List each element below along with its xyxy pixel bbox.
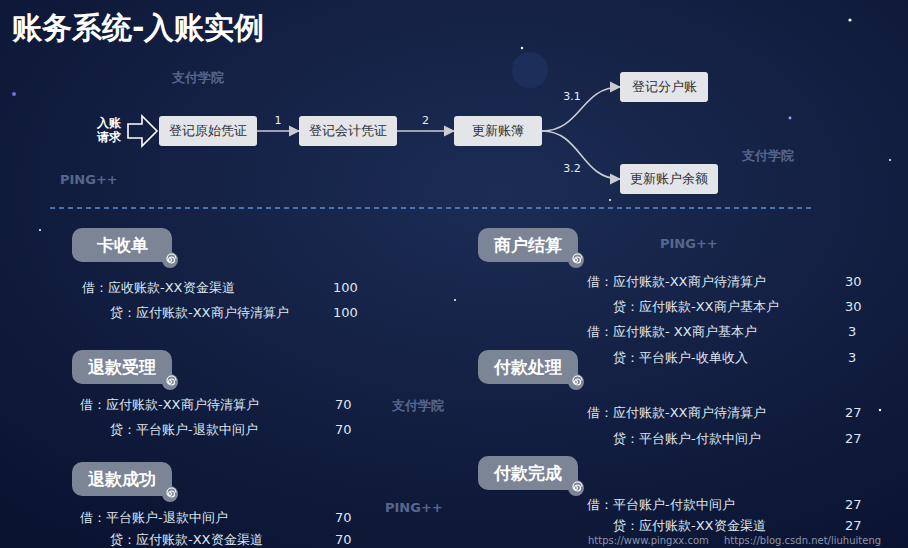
request-label: 入账 请求 (97, 116, 125, 144)
section-tab: 退款受理 (72, 350, 172, 384)
node-text: 登记原始凭证 (169, 123, 247, 138)
section-tab: 商户结算 (478, 228, 578, 262)
process-box: 更新账户余额 (620, 164, 718, 194)
section-tab: 付款处理 (478, 350, 578, 384)
journal-entry: 3 (848, 350, 856, 365)
swirl-icon (161, 251, 179, 269)
journal-entry: 贷：应付账款-XX商户基本户 (613, 299, 779, 314)
swirl-icon (161, 485, 179, 503)
step-number: 3.1 (563, 90, 581, 103)
journal-entry: 贷：应付账款-XX资金渠道 (613, 518, 766, 533)
journal-entry: 27 (845, 431, 862, 446)
node-text: 商户结算 (494, 235, 562, 255)
step-number: 1 (275, 114, 282, 127)
watermark: PING++ (660, 236, 718, 251)
page-title: 账务系统-入账实例 (12, 8, 264, 49)
journal-entry: 借：应付账款- XX商户基本户 (587, 324, 757, 339)
process-box: 登记会计凭证 (299, 116, 397, 146)
journal-entry: 借：应付账款-XX商户待清算户 (587, 405, 766, 420)
node-text: 登记会计凭证 (309, 123, 387, 138)
journal-entry: 借：应付账款-XX商户待清算户 (80, 397, 259, 412)
divider-line (50, 207, 815, 208)
node-text: 退款受理 (88, 357, 156, 377)
node-text: 付款完成 (494, 463, 562, 483)
section-tab: 退款成功 (72, 462, 172, 496)
journal-entry: 30 (845, 299, 862, 314)
swirl-icon (567, 251, 585, 269)
journal-entry: 70 (335, 422, 352, 437)
stars (12, 18, 891, 411)
section-tab: 付款完成 (478, 456, 578, 490)
watermark: PING++ (385, 500, 443, 515)
journal-entry: 贷：应付账款-XX商户待清算户 (110, 305, 289, 320)
watermark: 支付学院 (742, 148, 794, 163)
swirl-icon (161, 373, 179, 391)
node-text: 登记分户账 (632, 79, 697, 94)
swirl-icon (567, 373, 585, 391)
journal-entry: 贷：平台账户-收单收入 (613, 350, 748, 365)
node-text: 退款成功 (88, 469, 156, 489)
watermark: 支付学院 (172, 70, 224, 85)
watermark: https://blog.csdn.net/liuhuiteng (724, 535, 881, 546)
journal-entry: 70 (335, 510, 352, 525)
watermark: https://www.pingxx.com (588, 535, 709, 546)
journal-entry: 借：应付账款-XX商户待清算户 (587, 274, 766, 289)
node-text: 更新账户余额 (630, 171, 708, 186)
node-text: 付款处理 (494, 357, 562, 377)
flow-arrow (257, 130, 299, 132)
journal-entry: 30 (845, 274, 862, 289)
request-arrow (128, 116, 157, 146)
step-number: 3.2 (563, 162, 581, 175)
journal-entry: 贷：平台账户-退款中间户 (110, 422, 258, 437)
journal-entry: 27 (845, 497, 862, 512)
process-box: 更新账簿 (454, 116, 542, 146)
process-box: 登记分户账 (620, 72, 708, 102)
flow-arrow (542, 131, 620, 179)
journal-entry: 100 (333, 280, 358, 295)
journal-entry: 贷：平台账户-付款中间户 (613, 431, 761, 446)
journal-entry: 借：应收账款-XX资金渠道 (82, 280, 235, 295)
journal-entry: 70 (335, 397, 352, 412)
node-text: 更新账簿 (472, 123, 524, 138)
journal-entry: 27 (845, 518, 862, 533)
watermark: 支付学院 (392, 398, 444, 413)
journal-entry: 借：平台账户-付款中间户 (587, 497, 735, 512)
node-text: 卡收单 (97, 235, 148, 255)
journal-entry: 3 (848, 324, 856, 339)
watermark: PING++ (60, 172, 118, 187)
journal-entry: 100 (333, 305, 358, 320)
journal-entry: 借：平台账户-退款中间户 (80, 510, 228, 525)
flow-arrow (397, 130, 454, 132)
swirl-icon (567, 479, 585, 497)
flow-arrow (542, 87, 620, 131)
step-number: 2 (422, 114, 429, 127)
journal-entry: 贷：应付账款-XX资金渠道 (110, 532, 263, 547)
journal-entry: 27 (845, 405, 862, 420)
section-tab: 卡收单 (72, 228, 172, 262)
journal-entry: 70 (335, 532, 352, 547)
process-box: 登记原始凭证 (159, 116, 257, 146)
